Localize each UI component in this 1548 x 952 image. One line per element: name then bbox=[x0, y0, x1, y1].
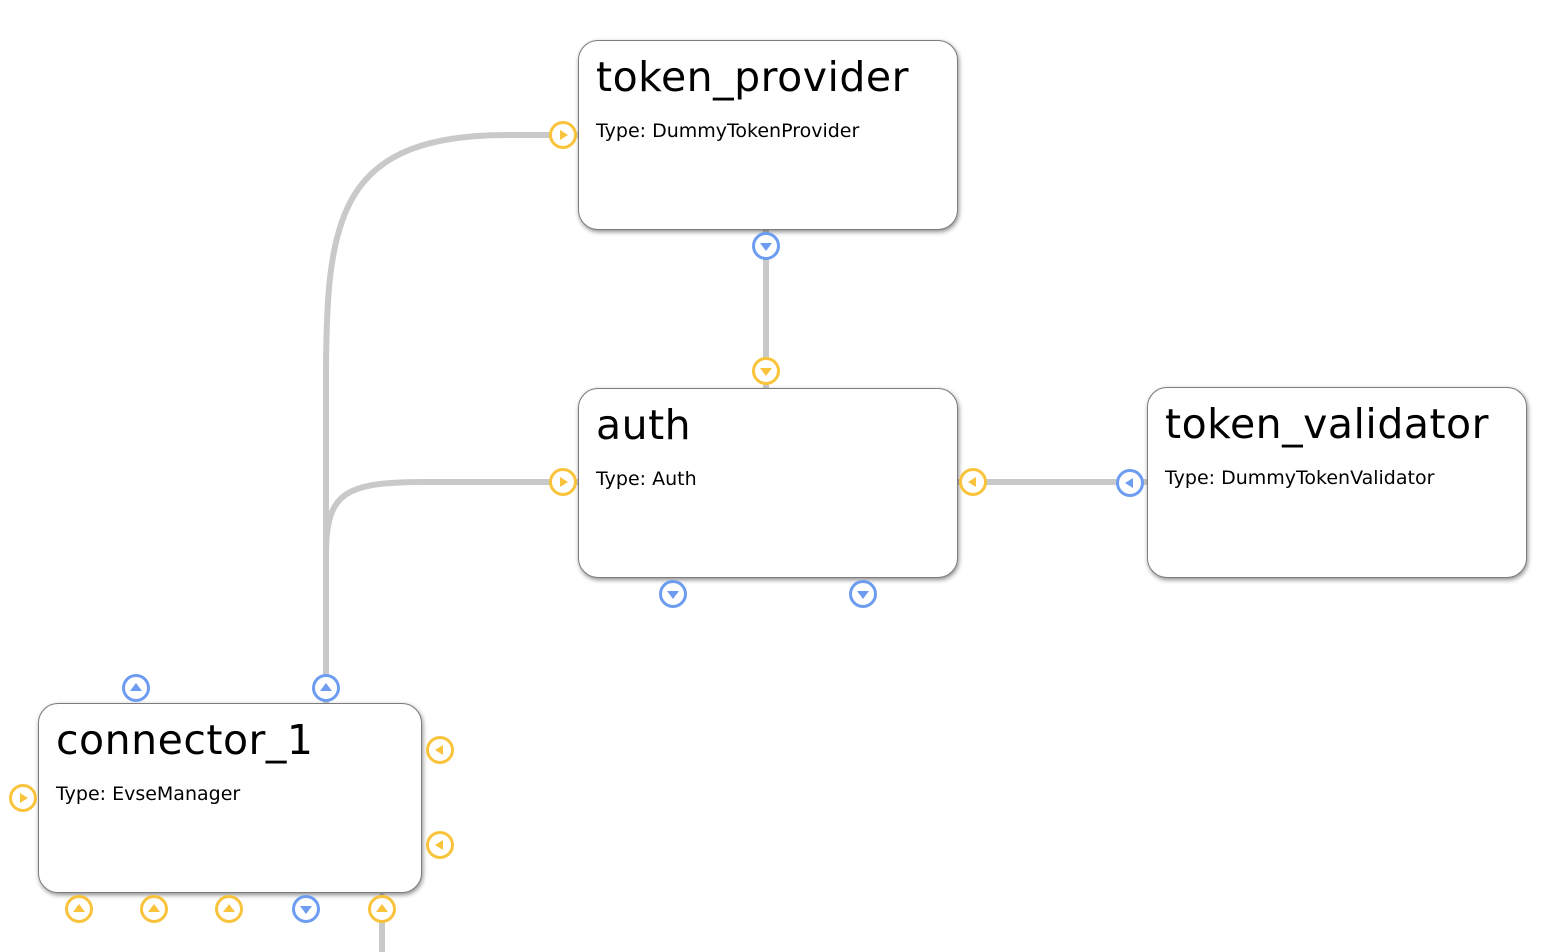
token_validator-port-left[interactable] bbox=[1116, 469, 1144, 497]
auth-port-top[interactable] bbox=[752, 357, 780, 385]
node-title: token_validator bbox=[1165, 400, 1489, 448]
connector_1-port-bottom-4[interactable] bbox=[292, 895, 320, 923]
node-type-label: Type: Auth bbox=[596, 468, 697, 491]
arrow-down-icon bbox=[857, 591, 869, 599]
arrow-down-icon bbox=[760, 368, 772, 376]
auth-port-bottom-2[interactable] bbox=[849, 580, 877, 608]
connector_1-port-top-1[interactable] bbox=[122, 674, 150, 702]
connector_1-port-bottom-2[interactable] bbox=[140, 895, 168, 923]
arrow-up-icon bbox=[73, 904, 85, 912]
arrow-up-icon bbox=[320, 683, 332, 691]
node-type-label: Type: DummyTokenValidator bbox=[1165, 467, 1435, 490]
node-title: auth bbox=[596, 401, 692, 449]
arrow-left-icon bbox=[1125, 478, 1133, 488]
auth-port-bottom-1[interactable] bbox=[659, 580, 687, 608]
node-type-label: Type: EvseManager bbox=[56, 783, 241, 806]
node-type-label: Type: DummyTokenProvider bbox=[596, 120, 860, 143]
connector_1-port-bottom-5[interactable] bbox=[368, 895, 396, 923]
arrow-up-icon bbox=[130, 683, 142, 691]
arrow-left-icon bbox=[968, 477, 976, 487]
arrow-up-icon bbox=[223, 904, 235, 912]
arrow-right-icon bbox=[560, 130, 568, 140]
connector_1-port-bottom-1[interactable] bbox=[65, 895, 93, 923]
arrow-right-icon bbox=[560, 477, 568, 487]
connector_1-port-right-2[interactable] bbox=[426, 831, 454, 859]
connector_1-port-right-1[interactable] bbox=[426, 736, 454, 764]
arrow-down-icon bbox=[300, 906, 312, 914]
arrow-down-icon bbox=[760, 243, 772, 251]
node-title: token_provider bbox=[596, 53, 909, 101]
edge-connector_1-token_provider[interactable] bbox=[323, 132, 581, 704]
auth-port-right[interactable] bbox=[959, 468, 987, 496]
edge-connector_1-auth[interactable] bbox=[323, 479, 581, 704]
node-title: connector_1 bbox=[56, 716, 314, 764]
arrow-right-icon bbox=[20, 793, 28, 803]
token_provider-port-bottom[interactable] bbox=[752, 232, 780, 260]
connector_1-port-bottom-3[interactable] bbox=[215, 895, 243, 923]
token_provider-port-left[interactable] bbox=[549, 121, 577, 149]
connector_1-port-top-2[interactable] bbox=[312, 674, 340, 702]
arrow-up-icon bbox=[376, 904, 388, 912]
arrow-up-icon bbox=[148, 904, 160, 912]
arrow-left-icon bbox=[435, 840, 443, 850]
auth-port-left[interactable] bbox=[549, 468, 577, 496]
connector_1-port-left[interactable] bbox=[9, 784, 37, 812]
arrow-down-icon bbox=[667, 591, 679, 599]
arrow-left-icon bbox=[435, 745, 443, 755]
